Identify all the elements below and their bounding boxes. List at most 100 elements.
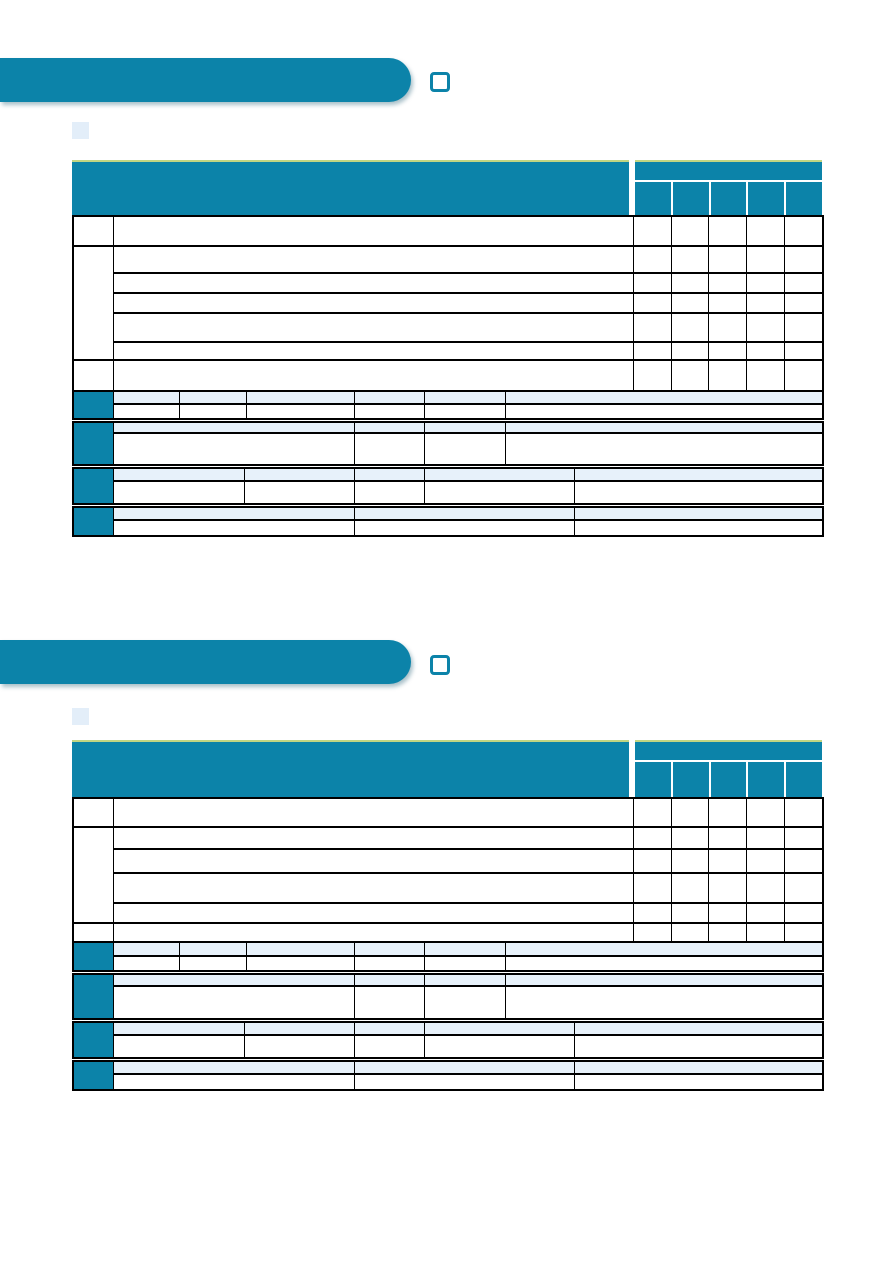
subsection-table [72,973,824,1020]
field-label-cell [353,1021,425,1036]
rating-cell [783,341,824,361]
field-label-cell [112,390,180,405]
subsection-tab-cell [72,1060,114,1091]
field-label-cell [353,973,425,987]
field-label-cell [353,506,575,521]
rating-scale-header [635,740,822,797]
field-label-cell [573,1021,824,1036]
pale-blue-square-icon [72,708,89,725]
item-number-cell [72,359,114,392]
rating-cell [745,215,785,247]
rating-cell [632,215,672,247]
field-label-cell [573,506,824,521]
field-label-cell [112,1021,245,1036]
field-value-cell [353,1034,425,1059]
field-value-cell [423,955,506,972]
rating-cell [632,902,672,924]
subsection-value-row [73,955,824,972]
subsection-tab-cell [72,506,114,537]
table-header [72,160,822,215]
rating-column-header [786,762,822,797]
item-row [73,872,824,904]
rating-cell [632,872,672,904]
subsection-value-row [73,985,824,1020]
rating-cell [632,797,672,828]
rating-cell [783,215,824,247]
field-value-cell [243,480,355,505]
field-label-cell [423,390,506,405]
rating-cell [632,922,672,943]
rating-cell [707,826,747,850]
pale-blue-square-icon [72,122,89,139]
subsection-tab-cell [72,941,114,972]
item-row [72,922,824,943]
item-text-cell [112,922,634,943]
field-label-cell [504,941,824,957]
field-label-cell [423,1021,575,1036]
rating-scale-header [635,160,822,215]
rating-cell [670,872,709,904]
field-value-cell [423,480,575,505]
field-label-cell [245,390,355,405]
subsection-value-row [73,1034,824,1059]
field-value-cell [353,985,425,1020]
rating-cell [745,312,785,343]
field-value-cell [353,403,425,420]
field-label-cell [178,941,247,957]
field-label-cell [353,467,425,482]
field-value-cell [245,403,355,420]
item-row [73,292,824,314]
rating-column-header [635,182,671,215]
section-banner [0,640,411,684]
field-value-cell [423,1034,575,1059]
rating-cell [745,872,785,904]
item-row [73,341,824,361]
rating-column-header [748,182,785,215]
rating-cell [783,902,824,924]
rating-cell [632,292,672,314]
item-text-cell [112,848,634,874]
rating-cell [670,359,709,392]
evaluation-items-table [72,797,824,943]
subsection-value-row [73,1073,824,1091]
item-row [72,215,824,247]
rating-cell [745,826,785,850]
rating-cell [670,312,709,343]
rating-cell [745,797,785,828]
rating-cell [745,902,785,924]
subsection-value-row [73,403,824,420]
field-label-cell [112,1060,355,1075]
field-label-cell [353,941,425,957]
rating-cell [632,359,672,392]
field-value-cell [504,432,824,466]
item-number-cell [72,922,114,943]
item-number-cell [72,245,114,361]
rating-cell [707,797,747,828]
field-value-cell [178,403,247,420]
subsection-label-row [72,390,824,420]
field-value-cell [423,985,506,1020]
field-value-cell [353,955,425,972]
outlined-rounded-square-icon [430,72,450,92]
item-text-cell [112,359,634,392]
field-label-cell [504,390,824,405]
section-banner [0,58,411,102]
subsection-value-row [73,480,824,505]
item-row [72,359,824,392]
item-text-cell [112,826,634,850]
subsection-tab-cell [72,421,114,466]
item-row [73,312,824,343]
rating-cell [707,341,747,361]
item-row [73,272,824,294]
table-header-title-block [72,160,629,215]
item-text-cell [112,872,634,904]
subsection-table [72,390,824,420]
rating-cell [670,272,709,294]
subsection-tab-cell [72,1021,114,1059]
field-value-cell [112,1073,355,1091]
subsection-table [72,941,824,972]
rating-cell [670,292,709,314]
evaluation-items-table [72,215,824,392]
rating-cell [745,245,785,274]
field-value-cell [112,955,180,972]
